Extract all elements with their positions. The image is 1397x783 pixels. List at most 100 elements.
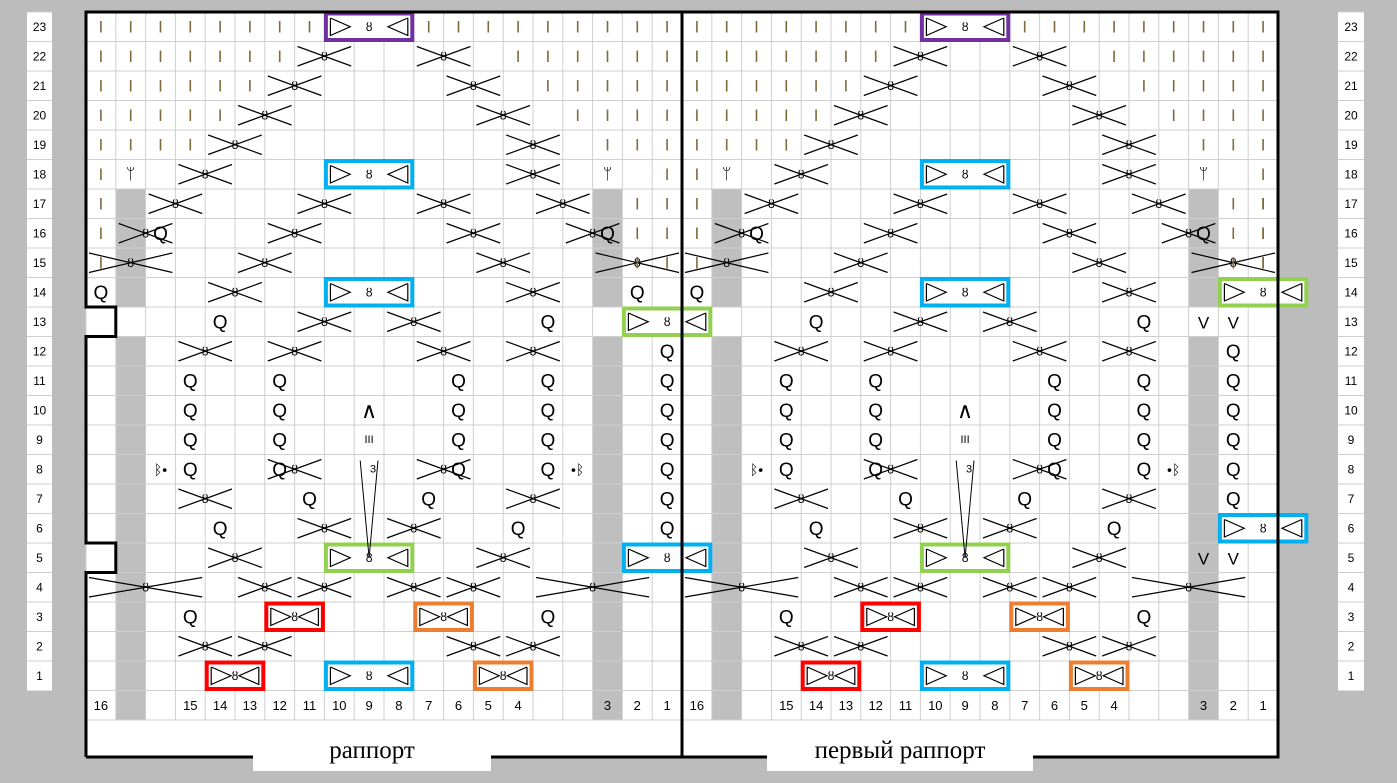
left-bobble-mark: ᛒ• (154, 461, 167, 477)
block-center-mark: ȣ (962, 669, 969, 683)
block-left-arrow (627, 312, 650, 332)
cross-twist-mark: ȣ (410, 315, 417, 329)
cross-right-mark (233, 547, 263, 569)
cross-right-mark (888, 222, 918, 244)
cross-twist-mark: ȣ (440, 344, 447, 358)
block-right-arrow (982, 17, 1005, 37)
block-left-arrow (1223, 282, 1246, 302)
cross-right-mark (561, 193, 590, 215)
cross-twist-mark: ȣ (738, 580, 745, 594)
block-right-arrow (684, 312, 707, 332)
cross-twist-mark: ȣ (828, 551, 835, 565)
twisted-knit-mark: Q (1047, 401, 1062, 422)
cross-twist-mark: ȣ (530, 639, 537, 653)
row-number-label: 1 (36, 669, 43, 683)
cross-right-mark (769, 193, 799, 215)
block-right-arrow (1280, 518, 1303, 538)
block-right-arrow (1280, 282, 1303, 302)
cross-right-mark (263, 635, 292, 657)
twisted-knit-mark: Q (541, 371, 556, 392)
twisted-knit-mark: Q (809, 312, 824, 333)
cross-right-mark (531, 134, 561, 156)
twisted-knit-mark: Q (600, 224, 615, 245)
twisted-knit-mark: Q (660, 371, 675, 392)
block-center-mark: ȣ (1260, 285, 1267, 299)
row-number-label: 14 (1344, 285, 1358, 299)
twisted-knit-mark: Q (541, 460, 556, 481)
cross-twist-mark: ȣ (261, 108, 268, 122)
block-center-mark: ȣ (1260, 521, 1267, 535)
cross-right-mark (173, 193, 203, 215)
orange-block (1009, 601, 1070, 632)
cross-twist-mark: ȣ (1036, 49, 1043, 63)
row-number-label: 6 (36, 521, 43, 535)
row-number-label: 19 (33, 138, 47, 152)
row-number-label: 3 (36, 610, 43, 624)
cross-twist-mark: ȣ (1066, 226, 1073, 240)
cross-twist-mark: ȣ (530, 167, 537, 181)
twisted-knit-mark: Q (1137, 607, 1152, 628)
cross-right-mark (292, 75, 322, 97)
cross-twist-mark: ȣ (887, 79, 894, 93)
block-center-mark: ȣ (828, 669, 835, 683)
row-number-label: 22 (33, 49, 47, 63)
cross-twist-mark: ȣ (1066, 79, 1073, 93)
block-left-arrow (329, 164, 352, 184)
cross-twist-mark: ȣ (1066, 639, 1073, 653)
right-bobble-mark: •ᛒ (1167, 461, 1180, 477)
cross-twist-mark: ȣ (589, 226, 596, 240)
twisted-knit-mark: Q (272, 460, 287, 481)
twisted-knit-mark: Q (541, 401, 556, 422)
cross-right-mark (888, 458, 918, 480)
row-number-label: 2 (36, 639, 43, 653)
stitch-number-label: 16 (94, 698, 108, 713)
orange-block (413, 601, 474, 632)
cross-right-mark (799, 635, 829, 657)
stitch-number-label: 8 (991, 698, 998, 713)
cross-twist-mark: ȣ (1096, 256, 1103, 270)
twisted-knit-mark: Q (660, 519, 675, 540)
cross-twist-mark: ȣ (798, 639, 805, 653)
stitch-number-label: 6 (455, 698, 462, 713)
cross-right-mark (471, 75, 501, 97)
row-number-label: 13 (33, 315, 47, 329)
twisted-knit-mark: Q (690, 283, 705, 304)
cross-twist-mark: ȣ (261, 256, 268, 270)
cross-twist-mark: ȣ (828, 285, 835, 299)
stitch-number-label: 15 (779, 698, 793, 713)
stitch-number-label: 5 (1081, 698, 1088, 713)
cross-twist-mark: ȣ (470, 639, 477, 653)
left-row-numbers (27, 12, 52, 691)
red-block (860, 601, 921, 632)
twisted-knit-mark: Q (868, 430, 883, 451)
block-center-mark: ȣ (366, 285, 373, 299)
cross-right-mark (1097, 104, 1127, 126)
row-number-label: 1 (1348, 669, 1355, 683)
twisted-knit-mark: Q (183, 401, 198, 422)
slip-mark: V (1198, 313, 1210, 332)
slip-mark: V (1228, 313, 1240, 332)
block-center-mark: ȣ (366, 167, 373, 181)
cross-right-mark (592, 576, 650, 598)
cross-twist-mark: ȣ (887, 344, 894, 358)
block-right-arrow (833, 666, 856, 686)
cross-right-mark (145, 576, 203, 598)
twisted-knit-mark: Q (541, 430, 556, 451)
twisted-knit-mark: Q (421, 489, 436, 510)
cross-right-mark (441, 458, 471, 480)
cross-right-mark (130, 252, 173, 274)
twisted-knit-mark: Q (272, 371, 287, 392)
row-number-label: 18 (1344, 167, 1358, 181)
twisted-knit-mark: Q (541, 312, 556, 333)
cross-right-mark (263, 252, 292, 274)
cross-right-mark (1008, 517, 1037, 539)
twisted-knit-mark: Q (1137, 401, 1152, 422)
cross-right-mark (1157, 193, 1186, 215)
block-left-arrow (925, 17, 948, 37)
cross-twist-mark: ȣ (917, 580, 924, 594)
left-mark-18: ᛘ (126, 166, 136, 183)
cross-twist-mark: ȣ (321, 521, 328, 535)
twisted-knit-mark: Q (183, 371, 198, 392)
cross-twist-mark: ȣ (142, 580, 149, 594)
cross-right-mark (441, 45, 471, 67)
